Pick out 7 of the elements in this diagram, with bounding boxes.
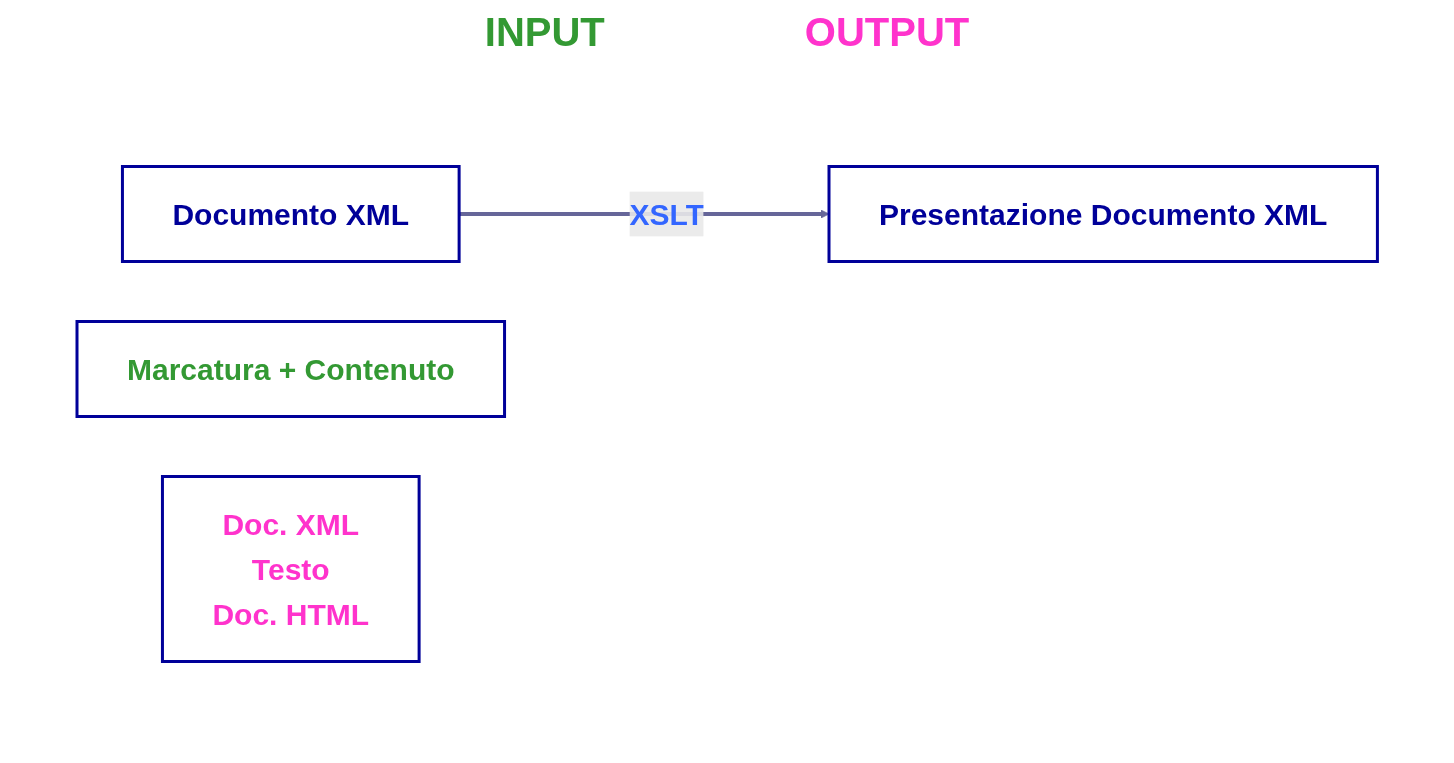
node-box: Marcatura + Contenuto (75, 320, 506, 418)
node-box: Documento XML (120, 165, 461, 263)
io-label: INPUT (484, 10, 605, 55)
node-box: Doc. XML Testo Doc. HTML (160, 475, 421, 663)
node-box: Presentazione Documento XML (827, 165, 1379, 263)
io-label: OUTPUT (804, 10, 970, 55)
edge-label: XSLT (629, 197, 704, 231)
